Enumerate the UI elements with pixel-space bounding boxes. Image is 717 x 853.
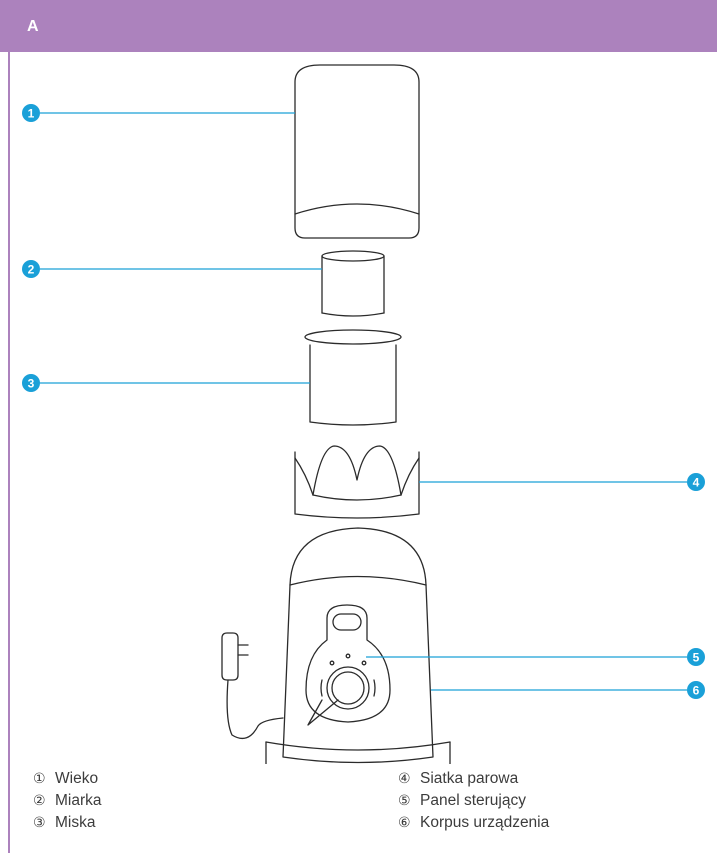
legend-item-measuring-cup: ② Miarka — [33, 790, 102, 812]
legend-text: Wieko — [55, 770, 99, 787]
bowl-part — [304, 329, 402, 426]
legend-number: ③ — [33, 815, 46, 831]
legend-number: ⑥ — [398, 815, 411, 831]
legend-text: Miska — [55, 814, 96, 831]
lid-part — [294, 64, 420, 239]
callout-2: 2 — [22, 260, 40, 278]
measuring-cup-part — [321, 250, 385, 317]
callout-4: 4 — [687, 473, 705, 491]
exploded-diagram: 1 2 3 4 5 6 — [22, 64, 705, 764]
legend-number: ① — [33, 771, 46, 787]
legend-number: ④ — [398, 771, 411, 787]
legend-text: Siatka parowa — [420, 770, 519, 787]
callout-6: 6 — [687, 681, 705, 699]
legend-item-steam-basket: ④ Siatka parowa — [398, 768, 549, 790]
panel-label: A — [27, 18, 39, 35]
callout-5: 5 — [687, 648, 705, 666]
legend-number: ② — [33, 793, 46, 809]
svg-text:5: 5 — [693, 651, 700, 665]
legend-item-lid: ① Wieko — [33, 768, 102, 790]
legend-text: Miarka — [55, 792, 102, 809]
legend-text: Korpus urządzenia — [420, 814, 550, 831]
legend-right-column: ④ Siatka parowa ⑤ Panel sterujący ⑥ Korpus … — [398, 768, 549, 834]
svg-text:2: 2 — [28, 263, 35, 277]
legend-number: ⑤ — [398, 793, 411, 809]
legend-item-control-panel: ⑤ Panel sterujący — [398, 790, 549, 812]
legend-text: Panel sterujący — [420, 792, 526, 809]
panel-header: A — [0, 0, 717, 52]
svg-text:4: 4 — [693, 476, 700, 490]
svg-text:1: 1 — [28, 107, 35, 121]
svg-text:6: 6 — [693, 684, 700, 698]
left-border — [8, 52, 10, 853]
power-cord — [221, 632, 284, 740]
callout-1: 1 — [22, 104, 40, 122]
legend-left-column: ① Wieko ② Miarka ③ Miska — [33, 768, 102, 834]
warmer-body-part — [265, 527, 451, 764]
svg-text:3: 3 — [28, 377, 35, 391]
legend-item-bowl: ③ Miska — [33, 812, 102, 834]
legend-item-body: ⑥ Korpus urządzenia — [398, 812, 549, 834]
callout-3: 3 — [22, 374, 40, 392]
steam-basket-part — [294, 445, 420, 519]
